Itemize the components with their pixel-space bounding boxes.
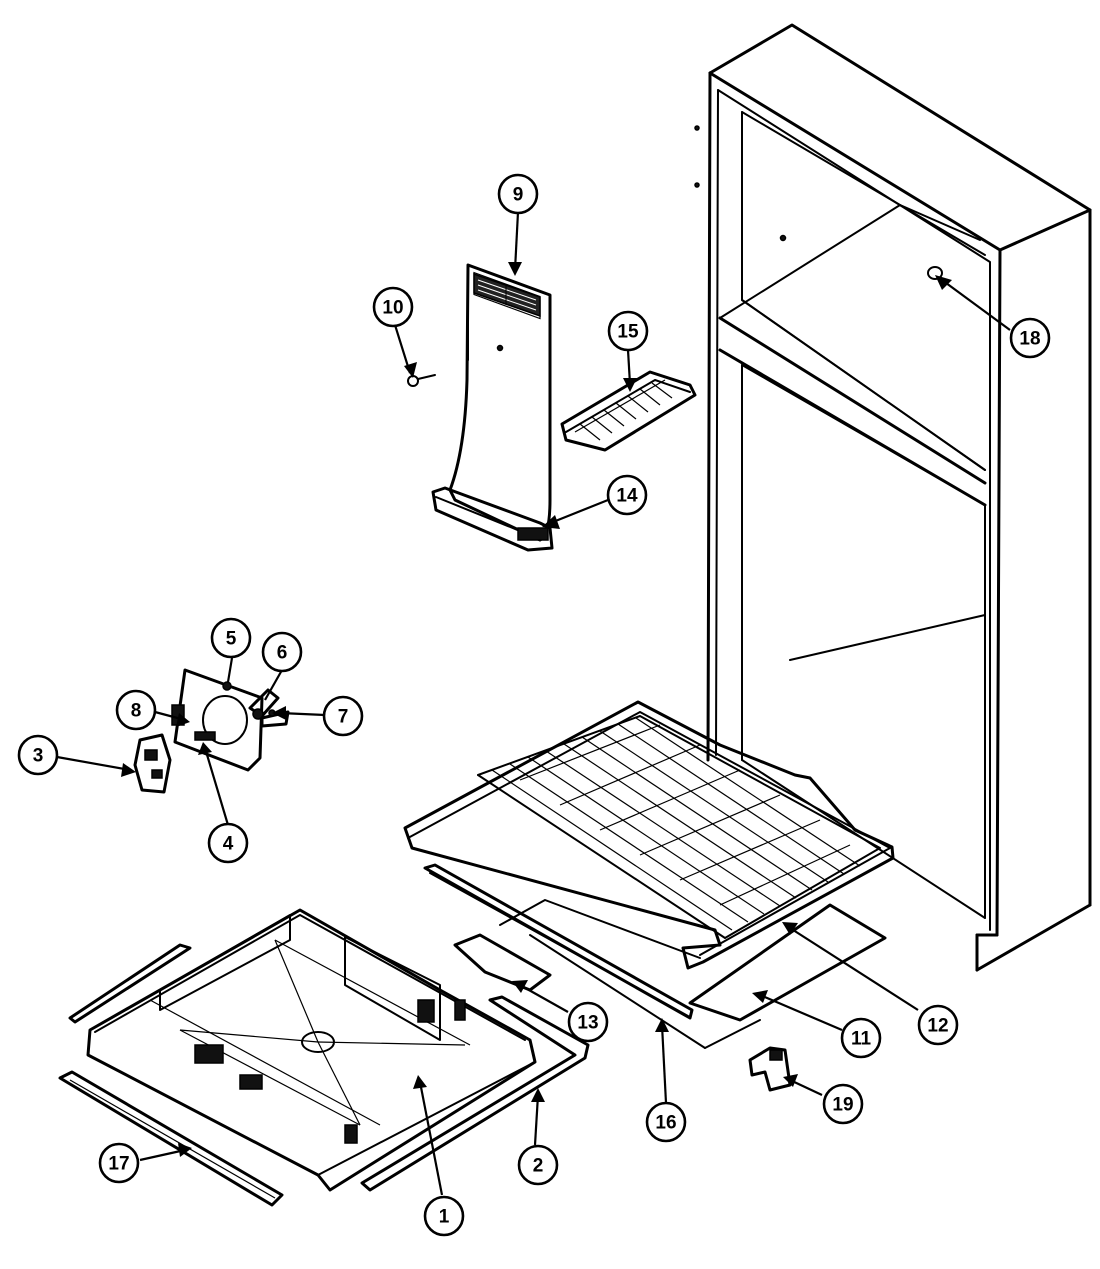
- rail-left-small: [68, 943, 192, 1024]
- callout-5: 5: [210, 617, 252, 659]
- callout-14-label: 14: [616, 486, 638, 507]
- callout-2-label: 2: [533, 1156, 544, 1177]
- crisper-cover-shelf-part-12: [403, 700, 895, 970]
- callout-12-label: 12: [927, 1016, 948, 1037]
- callout-3-label: 3: [33, 746, 44, 767]
- callout-13-label: 13: [577, 1013, 598, 1034]
- callout-6-label: 6: [277, 643, 288, 664]
- callout-1: 1: [423, 1195, 465, 1237]
- callout-15-label: 15: [617, 322, 639, 343]
- leader-lines: [56, 211, 1011, 1196]
- callout-14: 14: [606, 474, 648, 516]
- rail-part-16: [423, 863, 694, 1020]
- callout-11: 11: [840, 1017, 882, 1059]
- callout-13: 13: [567, 1001, 609, 1043]
- rail-part-17: [58, 1070, 284, 1207]
- callout-18: 18: [1009, 317, 1051, 359]
- callout-17: 17: [98, 1142, 140, 1184]
- callout-19-label: 19: [832, 1095, 853, 1116]
- callout-16: 16: [645, 1101, 687, 1143]
- refrigerator-cabinet: [694, 23, 1092, 972]
- callout-9: 9: [497, 173, 539, 215]
- callout-4: 4: [207, 822, 249, 864]
- callout-18-label: 18: [1019, 329, 1040, 350]
- base-pan-part-1: [86, 908, 537, 1192]
- callout-19: 19: [822, 1083, 864, 1125]
- evaporator-cover-part-9: [407, 263, 554, 552]
- rail-part-2: [360, 995, 590, 1192]
- callout-10: 10: [372, 286, 414, 328]
- callout-11-label: 11: [851, 1029, 872, 1050]
- callout-16-label: 16: [655, 1113, 676, 1134]
- callout-15: 15: [607, 310, 649, 352]
- crisper-panel-part-11: [499, 899, 887, 1049]
- callout-5-label: 5: [226, 629, 237, 650]
- callout-10-label: 10: [382, 298, 403, 319]
- bracket-part-19: [748, 1046, 792, 1092]
- callout-4-label: 4: [223, 834, 234, 855]
- callout-8: 8: [115, 689, 157, 731]
- callout-7: 7: [322, 695, 364, 737]
- callout-7-label: 7: [338, 707, 349, 728]
- callout-3: 3: [17, 734, 59, 776]
- callout-12: 12: [917, 1004, 959, 1046]
- callout-2: 2: [517, 1144, 559, 1186]
- callout-6: 6: [261, 631, 303, 673]
- callout-8-label: 8: [131, 701, 142, 722]
- callout-9-label: 9: [513, 185, 524, 206]
- fan-assembly-parts-3-to-8: [133, 668, 290, 794]
- callout-17-label: 17: [108, 1154, 129, 1175]
- ice-tray-part-15: [560, 370, 697, 452]
- part-13-cover: [453, 933, 552, 992]
- callout-1-label: 1: [439, 1207, 450, 1228]
